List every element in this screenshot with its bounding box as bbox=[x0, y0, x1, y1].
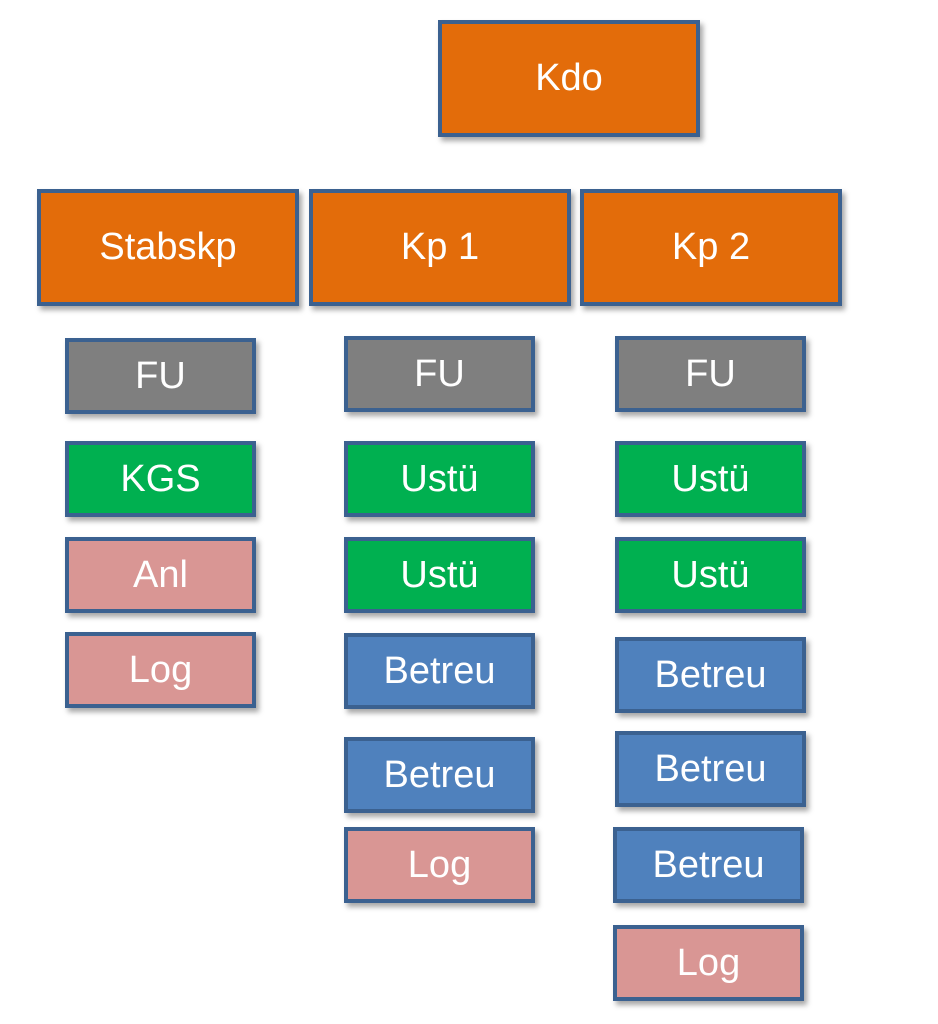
node-label: Kp 2 bbox=[671, 226, 751, 268]
node-label: Ustü bbox=[671, 457, 750, 500]
unit-node-kp2: Kp 2 bbox=[580, 189, 842, 306]
subunit-node: Log bbox=[65, 632, 256, 708]
subunit-node: Betreu bbox=[615, 637, 806, 713]
unit-node-stabskp: Stabskp bbox=[37, 189, 299, 306]
node-label: Betreu bbox=[383, 753, 496, 796]
node-label: Betreu bbox=[654, 747, 767, 790]
node-label: Ustü bbox=[400, 553, 479, 596]
node-label: FU bbox=[414, 352, 465, 395]
subunit-node: Betreu bbox=[344, 737, 535, 813]
node-label: Betreu bbox=[652, 843, 765, 886]
node-label: Ustü bbox=[671, 553, 750, 596]
node-label: Log bbox=[407, 843, 472, 886]
subunit-node: FU bbox=[65, 338, 256, 414]
node-label: FU bbox=[135, 354, 186, 397]
subunit-node: FU bbox=[344, 336, 535, 412]
node-label: Log bbox=[676, 941, 741, 984]
root-node-kdo: Kdo bbox=[438, 20, 700, 137]
subunit-node: Ustü bbox=[344, 537, 535, 613]
subunit-node: Ustü bbox=[615, 441, 806, 517]
node-label: Anl bbox=[133, 553, 188, 596]
unit-node-kp1: Kp 1 bbox=[309, 189, 571, 306]
subunit-node: Betreu bbox=[613, 827, 804, 903]
subunit-node: Log bbox=[613, 925, 804, 1001]
node-label: Stabskp bbox=[99, 226, 237, 268]
node-label: Log bbox=[128, 648, 193, 691]
subunit-node: FU bbox=[615, 336, 806, 412]
node-label: KGS bbox=[120, 457, 201, 500]
node-label: Ustü bbox=[400, 457, 479, 500]
subunit-node: Ustü bbox=[615, 537, 806, 613]
subunit-node: Betreu bbox=[344, 633, 535, 709]
node-label: Betreu bbox=[383, 649, 496, 692]
subunit-node: KGS bbox=[65, 441, 256, 517]
subunit-node: Ustü bbox=[344, 441, 535, 517]
subunit-node: Log bbox=[344, 827, 535, 903]
node-label: Kdo bbox=[535, 57, 603, 99]
node-label: Kp 1 bbox=[400, 226, 480, 268]
node-label: FU bbox=[685, 352, 736, 395]
node-label: Betreu bbox=[654, 653, 767, 696]
subunit-node: Betreu bbox=[615, 731, 806, 807]
subunit-node: Anl bbox=[65, 537, 256, 613]
